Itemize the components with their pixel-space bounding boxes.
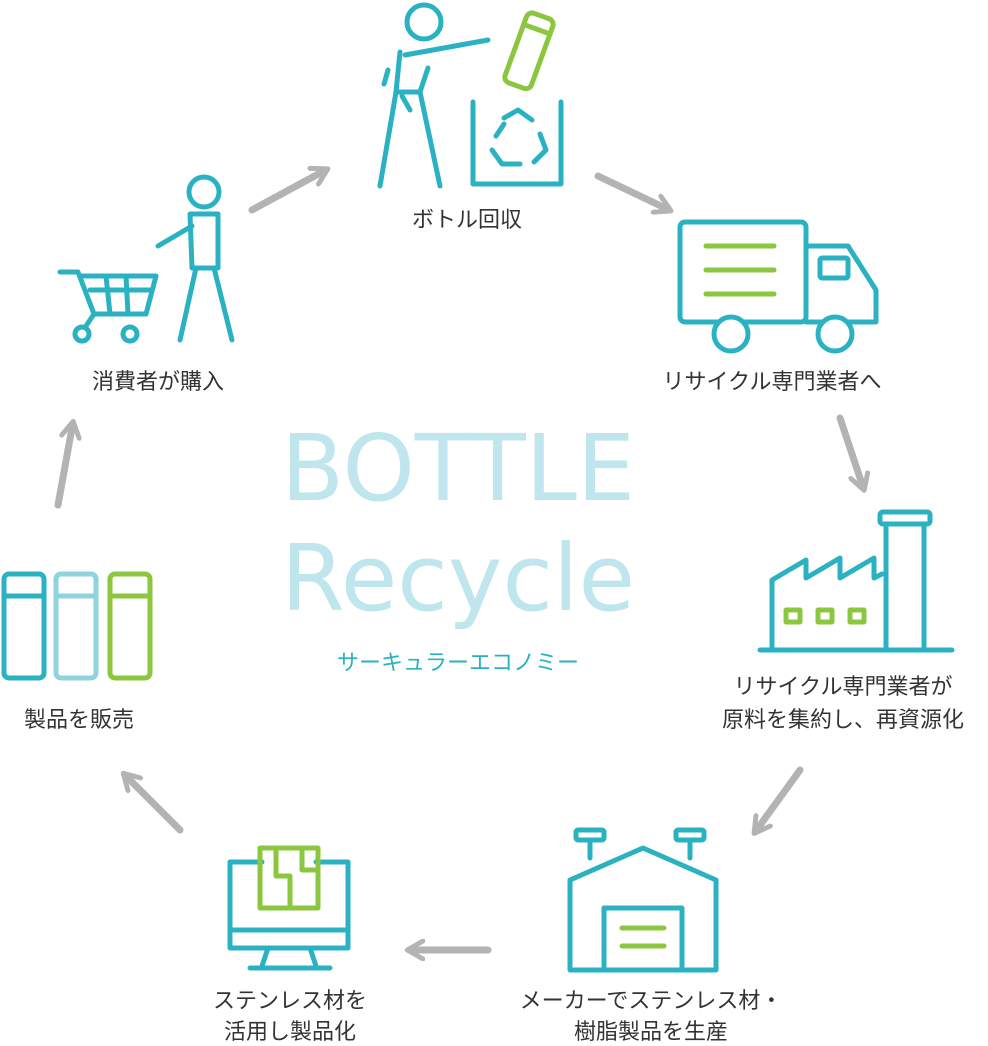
arrow-factory-to-warehouse <box>758 766 804 828</box>
center-title-line2: Recycle <box>281 525 635 632</box>
cycle-arrows <box>54 172 862 950</box>
factory-icon <box>757 509 955 653</box>
shopping-cart-person-icon <box>57 174 235 344</box>
step-label-factory-line2: 原料を集約し、再資源化 <box>722 708 964 733</box>
step-label-sales: 製品を販売 <box>24 708 134 733</box>
warehouse-icon <box>567 827 719 973</box>
step-label-monitor-line1: ステンレス材を <box>213 989 367 1014</box>
step-label-truck: リサイクル専門業者へ <box>663 370 882 395</box>
step-label-collection: ボトル回収 <box>412 208 522 233</box>
step-label-factory-line1: リサイクル専門業者が <box>734 675 953 700</box>
step-label-monitor-line2: 活用し製品化 <box>224 1020 356 1045</box>
step-label-warehouse-line1: メーカーでステンレス材・ <box>520 989 783 1014</box>
step-label-warehouse-line2: 樹脂製品を生産 <box>574 1020 728 1045</box>
arrow-monitor-to-bottles <box>128 778 184 834</box>
arrow-collection-to-truck <box>594 172 665 208</box>
monitor-design-icon <box>227 845 351 971</box>
arrow-cart-to-collection <box>248 172 322 214</box>
truck-icon <box>677 219 879 354</box>
center-subtitle: サーキュラーエコノミー <box>337 651 579 676</box>
arrow-truck-to-factory <box>836 414 862 484</box>
person-disposing-bottle-icon <box>377 2 564 189</box>
center-title-line1: BOTTLE <box>281 415 635 522</box>
bottles-icon <box>1 571 153 681</box>
step-label-purchase: 消費者が購入 <box>92 370 224 395</box>
arrow-bottles-to-cart <box>54 428 72 509</box>
